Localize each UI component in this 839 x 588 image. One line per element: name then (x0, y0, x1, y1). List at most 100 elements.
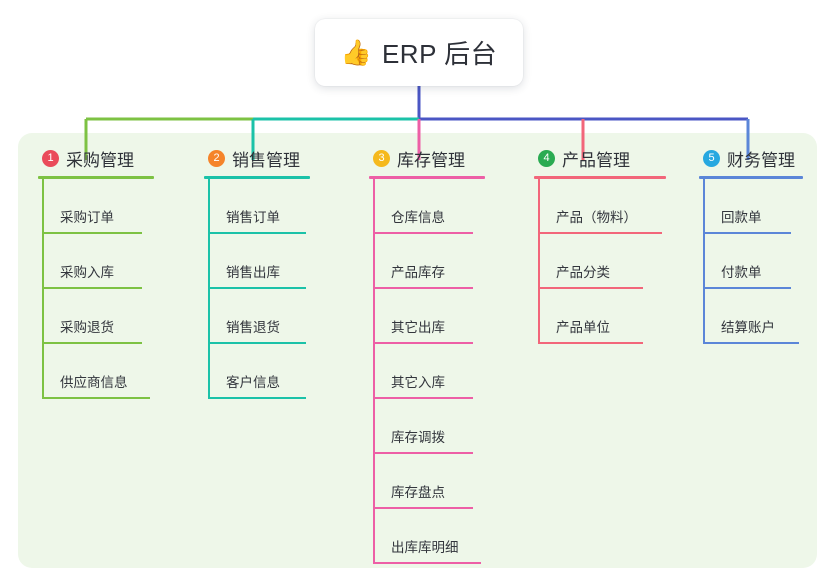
list-item-label: 回款单 (721, 210, 762, 225)
list-item-rule (373, 232, 473, 234)
column-title: 销售管理 (232, 150, 300, 170)
column-title: 财务管理 (727, 150, 795, 170)
list-item[interactable]: 供应商信息 (38, 344, 188, 399)
column-header[interactable]: 2 销售管理 (204, 146, 349, 170)
list-item-label: 付款单 (721, 265, 762, 280)
column-5: 5 财务管理回款单付款单结算账户 (699, 146, 819, 344)
list-item-label: 库存调拨 (391, 430, 445, 445)
list-item-rule (208, 342, 306, 344)
column-badge-5: 5 (703, 149, 720, 167)
list-item[interactable]: 结算账户 (699, 289, 819, 344)
column-header-rule (699, 176, 803, 179)
list-item-rule (373, 342, 473, 344)
column-header[interactable]: 1 采购管理 (38, 146, 188, 170)
root-node[interactable]: 👍 ERP 后台 (315, 19, 523, 86)
list-item-label: 产品分类 (556, 265, 610, 280)
column-spine (373, 179, 375, 564)
list-item-rule (373, 507, 473, 509)
column-items: 销售订单销售出库销售退货客户信息 (204, 179, 349, 399)
list-item-rule (538, 342, 643, 344)
column-title: 采购管理 (66, 150, 134, 170)
list-item[interactable]: 其它入库 (369, 344, 517, 399)
list-item-label: 采购订单 (60, 210, 114, 225)
list-item-label: 其它入库 (391, 375, 445, 390)
list-item[interactable]: 产品分类 (534, 234, 679, 289)
list-item-label: 库存盘点 (391, 485, 445, 500)
list-item[interactable]: 其它出库 (369, 289, 517, 344)
list-item[interactable]: 付款单 (699, 234, 819, 289)
list-item-rule (703, 232, 791, 234)
root-node-content: 👍 ERP 后台 (341, 34, 497, 71)
list-item-label: 客户信息 (226, 375, 280, 390)
list-item[interactable]: 销售退货 (204, 289, 349, 344)
list-item[interactable]: 销售订单 (204, 179, 349, 234)
list-item-rule (373, 397, 473, 399)
list-item[interactable]: 产品（物料） (534, 179, 679, 234)
column-items: 采购订单采购入库采购退货供应商信息 (38, 179, 188, 399)
column-header[interactable]: 5 财务管理 (699, 146, 819, 170)
column-1: 1 采购管理采购订单采购入库采购退货供应商信息 (38, 146, 188, 399)
column-header-rule (369, 176, 485, 179)
list-item-label: 其它出库 (391, 320, 445, 335)
list-item-label: 采购退货 (60, 320, 114, 335)
list-item-rule (208, 287, 306, 289)
column-title: 库存管理 (397, 150, 465, 170)
list-item-rule (373, 562, 481, 564)
list-item[interactable]: 采购入库 (38, 234, 188, 289)
column-badge-4: 4 (538, 149, 555, 167)
column-items: 仓库信息产品库存其它出库其它入库库存调拨库存盘点出库库明细 (369, 179, 517, 564)
column-header[interactable]: 3 库存管理 (369, 146, 517, 170)
column-header-rule (534, 176, 666, 179)
column-spine (42, 179, 44, 399)
list-item-rule (703, 342, 799, 344)
list-item[interactable]: 客户信息 (204, 344, 349, 399)
list-item-label: 销售订单 (226, 210, 280, 225)
list-item-rule (42, 232, 142, 234)
list-item-rule (703, 287, 791, 289)
list-item-label: 产品（物料） (556, 210, 637, 225)
list-item-label: 产品库存 (391, 265, 445, 280)
list-item-label: 产品单位 (556, 320, 610, 335)
list-item-rule (208, 232, 306, 234)
column-header-rule (38, 176, 154, 179)
list-item-rule (538, 232, 662, 234)
list-item-label: 出库库明细 (391, 540, 459, 555)
root-title: ERP 后台 (381, 39, 498, 69)
list-item-rule (373, 452, 473, 454)
list-item-rule (42, 397, 150, 399)
column-spine (208, 179, 210, 399)
column-spine (538, 179, 540, 344)
diagram-panel (18, 133, 817, 568)
list-item-rule (208, 397, 306, 399)
column-spine (703, 179, 705, 344)
column-badge-2: 2 (208, 149, 225, 167)
column-3: 3 库存管理仓库信息产品库存其它出库其它入库库存调拨库存盘点出库库明细 (369, 146, 517, 564)
list-item[interactable]: 仓库信息 (369, 179, 517, 234)
list-item[interactable]: 出库库明细 (369, 509, 517, 564)
column-items: 回款单付款单结算账户 (699, 179, 819, 344)
list-item[interactable]: 销售出库 (204, 234, 349, 289)
list-item[interactable]: 库存调拨 (369, 399, 517, 454)
list-item-label: 采购入库 (60, 265, 114, 280)
list-item-label: 销售退货 (226, 320, 280, 335)
column-header-rule (204, 176, 310, 179)
list-item-rule (42, 287, 142, 289)
list-item[interactable]: 产品单位 (534, 289, 679, 344)
list-item-label: 仓库信息 (391, 210, 445, 225)
list-item-label: 结算账户 (721, 320, 775, 335)
list-item[interactable]: 采购退货 (38, 289, 188, 344)
column-badge-3: 3 (373, 149, 390, 167)
list-item-rule (373, 287, 473, 289)
list-item-rule (538, 287, 643, 289)
list-item[interactable]: 采购订单 (38, 179, 188, 234)
list-item[interactable]: 库存盘点 (369, 454, 517, 509)
list-item-rule (42, 342, 142, 344)
list-item[interactable]: 回款单 (699, 179, 819, 234)
list-item-label: 销售出库 (226, 265, 280, 280)
list-item-label: 供应商信息 (60, 375, 128, 390)
column-badge-1: 1 (42, 149, 59, 167)
list-item[interactable]: 产品库存 (369, 234, 517, 289)
